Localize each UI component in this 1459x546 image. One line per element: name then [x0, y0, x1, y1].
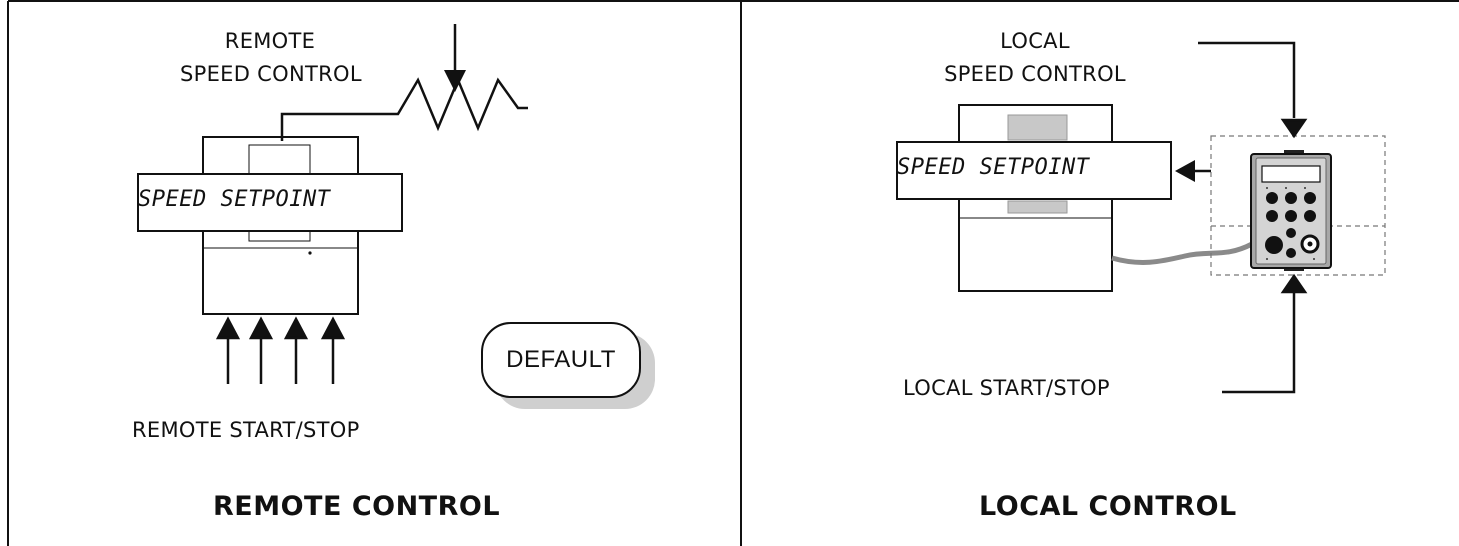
local-start-stop-arrow — [1222, 273, 1308, 394]
local-start-stop-label: LOCAL START/STOP — [903, 376, 1110, 400]
panel-frame — [7, 0, 1459, 546]
local-speed-setpoint-display: SPEED SETPOINT — [897, 155, 1090, 180]
remote-start-stop-arrows — [215, 316, 346, 384]
potentiometer-icon — [280, 76, 528, 141]
keypad-icon — [1250, 150, 1332, 271]
local-drive-window-top — [1007, 114, 1068, 141]
remote-display-band — [137, 173, 403, 232]
local-speed-control-arrow — [1198, 41, 1308, 139]
local-speed-label-line1: LOCAL — [1000, 29, 1070, 53]
keypad-cable — [1111, 241, 1254, 265]
local-display-band — [896, 141, 1172, 200]
remote-speed-setpoint-display: SPEED SETPOINT — [138, 187, 331, 212]
default-button[interactable]: DEFAULT — [481, 322, 641, 398]
local-speed-control-label: LOCAL SPEED CONTROL — [935, 25, 1135, 91]
remote-start-stop-label: REMOTE START/STOP — [132, 418, 360, 442]
local-speed-label-line2: SPEED CONTROL — [944, 62, 1126, 86]
remote-speed-control-label: REMOTE SPEED CONTROL — [180, 25, 362, 91]
local-drive-window-bottom — [1007, 200, 1068, 214]
local-control-title: LOCAL CONTROL — [979, 491, 1237, 522]
remote-speed-label-line2: SPEED CONTROL — [180, 62, 362, 86]
remote-speed-label-line1: REMOTE — [224, 29, 316, 53]
potentiometer-wiper-arrowhead — [444, 70, 466, 92]
keypad-dashed-outline — [1210, 135, 1386, 276]
keypad-to-display-arrowhead — [1175, 160, 1195, 182]
remote-drive-dot — [308, 251, 312, 255]
remote-control-title: REMOTE CONTROL — [213, 491, 501, 522]
